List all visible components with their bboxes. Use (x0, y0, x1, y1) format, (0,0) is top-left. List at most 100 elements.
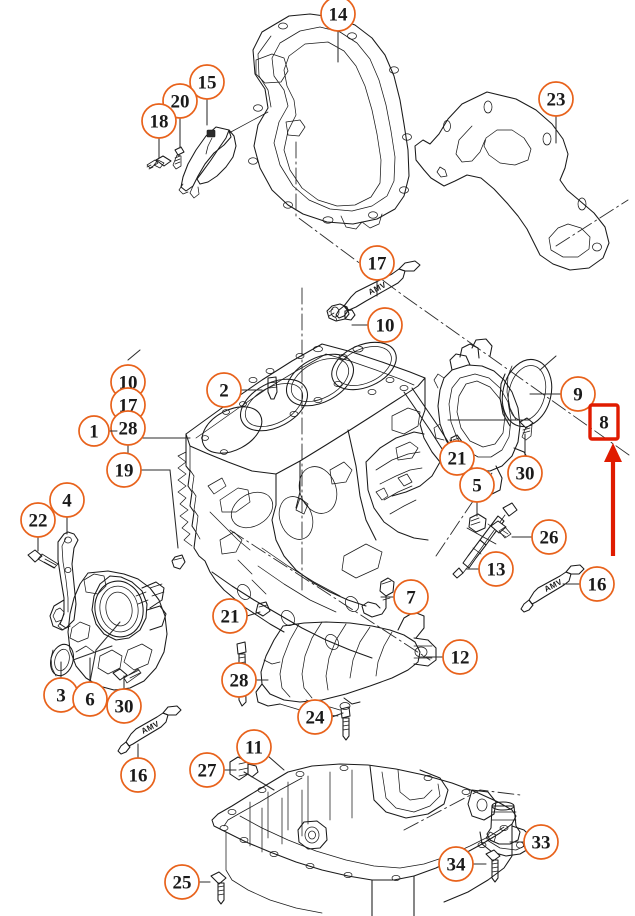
part-bolt-24 (339, 702, 351, 741)
callout-11[interactable]: 11 (236, 729, 285, 771)
callout-circle[interactable] (442, 639, 478, 675)
callout-number: 5 (472, 476, 482, 497)
callout-2[interactable]: 2 (206, 372, 263, 408)
callout-16[interactable]: 16 (120, 743, 156, 793)
part-tensioner-15 (178, 111, 269, 199)
callout-33[interactable]: 33 (509, 824, 559, 860)
callout-30[interactable]: 30 (106, 675, 142, 724)
callout-circle[interactable] (110, 410, 146, 446)
callout-21[interactable]: 21 (212, 598, 261, 634)
callout-circle[interactable] (212, 598, 248, 634)
callout-circle[interactable] (189, 752, 225, 788)
part-bolt-18 (146, 155, 172, 170)
callout-circle[interactable] (297, 699, 333, 735)
callout-circle[interactable] (78, 415, 110, 447)
callout-circle[interactable] (120, 757, 156, 793)
callout-circle[interactable] (72, 681, 108, 717)
callout-5[interactable]: 5 (459, 467, 495, 517)
callout-number: 18 (150, 112, 169, 133)
callout-7[interactable]: 7 (380, 579, 429, 615)
callout-19[interactable]: 19 (106, 452, 157, 488)
callout-circle[interactable] (359, 245, 395, 281)
callout-circle[interactable] (438, 846, 474, 882)
callout-circle[interactable] (206, 372, 242, 408)
callout-15[interactable]: 15 (189, 64, 225, 126)
callout-circle[interactable] (164, 864, 200, 900)
callout-circle[interactable] (49, 482, 85, 518)
callout-number: 11 (245, 738, 263, 759)
part-dowel-sleeve-21b (255, 601, 271, 617)
callout-34[interactable]: 34 (438, 846, 487, 882)
callout-26[interactable]: 26 (511, 519, 567, 555)
callout-circle[interactable] (439, 440, 475, 476)
callout-circle[interactable] (367, 307, 403, 343)
callout-number: 16 (129, 766, 148, 787)
part-bolt-34 (485, 849, 501, 883)
part-bolt-20 (172, 146, 185, 170)
callout-25[interactable]: 25 (164, 864, 211, 900)
callout-28[interactable]: 28 (221, 662, 269, 698)
part-shaft-seal-3 (50, 643, 74, 677)
callout-number: 24 (306, 708, 326, 729)
callout-12[interactable]: 12 (422, 639, 478, 675)
leaders-oil-pump (72, 621, 121, 683)
callout-circle[interactable] (478, 551, 514, 587)
callout-3[interactable]: 3 (43, 661, 79, 713)
callout-10[interactable]: 10 (351, 307, 403, 343)
callout-number: 6 (85, 690, 95, 711)
part-bellhousing-gasket-14 (248, 13, 412, 230)
callout-16[interactable]: 16 (562, 566, 615, 602)
part-bolt-25 (210, 871, 227, 905)
part-bolt-30b (112, 668, 142, 684)
callout-27[interactable]: 27 (189, 752, 237, 788)
callout-30[interactable]: 30 (507, 433, 543, 491)
callout-circle[interactable] (141, 103, 177, 139)
callout-4[interactable]: 4 (49, 482, 85, 535)
callout-number: 1 (89, 422, 99, 443)
callout-number: 26 (540, 528, 559, 549)
callout-17[interactable]: 17 (359, 245, 395, 297)
part-oil-spray-jet-7 (361, 577, 395, 618)
highlight-annotation (588, 403, 622, 556)
callout-circle[interactable] (579, 566, 615, 602)
callout-circle[interactable] (531, 519, 567, 555)
callout-number: 33 (532, 833, 551, 854)
callout-14[interactable]: 14 (320, 0, 356, 63)
callout-8[interactable]: 8 (599, 413, 609, 434)
callout-6[interactable]: 6 (72, 657, 108, 717)
callout-number: 4 (62, 491, 72, 512)
part-bracket-4 (57, 531, 79, 631)
callout-18[interactable]: 18 (141, 103, 177, 159)
callout-circle[interactable] (106, 452, 142, 488)
callout-28[interactable]: 28 (110, 410, 146, 446)
callout-circle[interactable] (189, 64, 225, 100)
callout-9[interactable]: 9 (529, 376, 596, 412)
callout-circle[interactable] (20, 502, 56, 538)
callout-23[interactable]: 23 (538, 81, 574, 144)
callout-circle[interactable] (507, 455, 543, 491)
callout-number: 27 (198, 761, 218, 782)
callout-leader (331, 712, 344, 718)
callout-number: 12 (451, 648, 470, 669)
callout-circle[interactable] (221, 662, 257, 698)
callout-21[interactable]: 21 (439, 439, 475, 476)
callout-13[interactable]: 13 (465, 551, 514, 587)
callout-circle[interactable] (538, 81, 574, 117)
callout-number: 25 (173, 873, 192, 894)
callout-circle[interactable] (106, 688, 142, 724)
callout-22[interactable]: 22 (20, 502, 56, 552)
callout-1[interactable]: 1 (78, 415, 118, 447)
callout-number: 7 (406, 588, 416, 609)
callout-circle[interactable] (320, 0, 356, 32)
callout-circle[interactable] (523, 824, 559, 860)
callout-circle[interactable] (393, 579, 429, 615)
centerline-axes (229, 141, 630, 831)
callout-circle[interactable] (560, 376, 596, 412)
callout-number: 19 (115, 461, 134, 482)
part-plug-5 (468, 513, 487, 533)
callout-circle[interactable] (459, 467, 495, 503)
callout-circle[interactable] (236, 729, 272, 765)
callout-24[interactable]: 24 (297, 699, 344, 735)
callout-number: 28 (119, 419, 138, 440)
